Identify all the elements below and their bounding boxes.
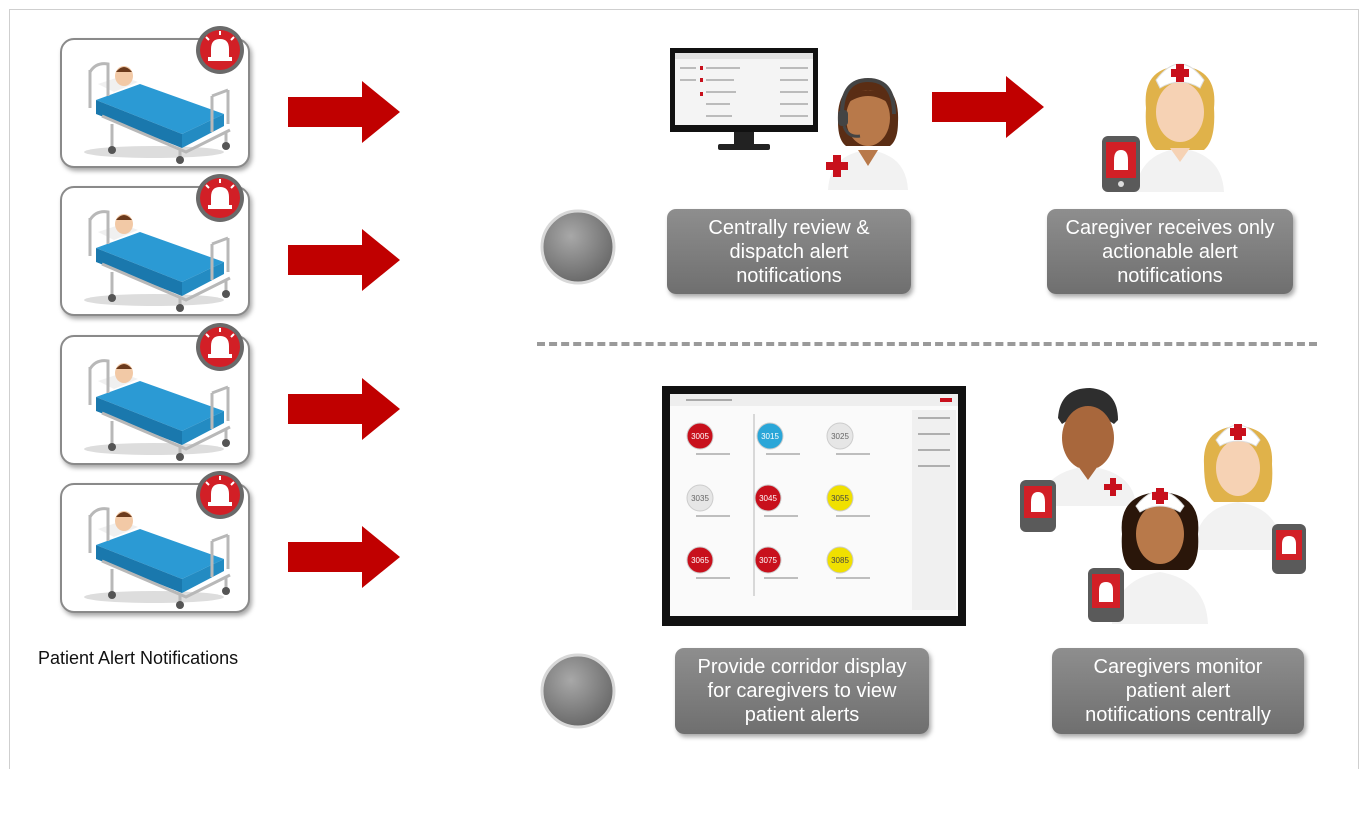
patient-alert-caption: Patient Alert Notifications	[38, 648, 239, 668]
caregiver-nurse-icon	[1100, 50, 1240, 192]
alarm-icon	[195, 173, 245, 223]
alert-flow-arrow	[288, 229, 400, 291]
alarm-icon	[195, 470, 245, 520]
room-number: 3055	[831, 494, 849, 503]
step-1-action-text: Centrally review & dispatch alert notifi…	[708, 216, 870, 287]
doctor-icon	[1040, 388, 1136, 506]
alarm-icon	[195, 322, 245, 372]
room-status-marker	[826, 484, 854, 512]
room-number: 3015	[761, 432, 779, 441]
alert-flow-arrow	[288, 378, 400, 440]
step-2-result-box: Caregivers monitor patient alert notific…	[1052, 648, 1304, 734]
corridor-display-icon: 3005 3015 3025 3035 3045 3055 3065 3075 3085	[662, 386, 966, 626]
step-1-circle: 1	[539, 208, 617, 345]
caregivers-group-icon	[1018, 384, 1318, 634]
step-2-action-box: Provide corridor display for caregivers …	[675, 648, 929, 734]
room-number: 3075	[759, 556, 777, 565]
step-1-result-box: Caregiver receives only actionable alert…	[1047, 209, 1293, 294]
room-status-marker	[754, 484, 782, 512]
phone-bell-icon	[1102, 136, 1142, 192]
room-number: 3005	[691, 432, 709, 441]
phone-bell-icon	[1088, 568, 1124, 622]
nurse-icon	[1194, 424, 1282, 550]
step-1-action-box: Centrally review & dispatch alert notifi…	[667, 209, 911, 294]
room-number: 3065	[691, 556, 709, 565]
alarm-icon	[195, 25, 245, 75]
room-status-marker	[826, 546, 854, 574]
alert-flow-arrow	[288, 526, 400, 588]
nurse-icon	[1112, 488, 1208, 624]
alert-flow-arrow	[288, 81, 400, 143]
step-2-circle: 2	[539, 652, 617, 789]
room-number: 3035	[691, 494, 709, 503]
step-2-result-text: Caregivers monitor patient alert notific…	[1085, 656, 1271, 726]
phone-bell-icon	[1272, 524, 1306, 574]
room-status-marker	[754, 546, 782, 574]
room-number: 3025	[831, 432, 849, 441]
room-status-marker	[686, 546, 714, 574]
phone-bell-icon	[1020, 480, 1056, 532]
step-2-action-text: Provide corridor display for caregivers …	[697, 656, 907, 726]
step-1-result-text: Caregiver receives only actionable alert…	[1065, 216, 1275, 287]
room-status-marker	[826, 422, 854, 450]
step-1-number: 1	[570, 314, 586, 345]
room-number: 3045	[759, 494, 777, 503]
room-status-marker	[756, 422, 784, 450]
monitor-icon	[670, 48, 820, 154]
operator-headset-icon	[818, 70, 918, 190]
section-divider	[537, 342, 1317, 346]
dispatch-arrow	[932, 76, 1044, 138]
room-number: 3085	[831, 556, 849, 565]
step-2-number: 2	[570, 758, 586, 789]
room-status-marker	[686, 484, 714, 512]
room-status-marker	[686, 422, 714, 450]
